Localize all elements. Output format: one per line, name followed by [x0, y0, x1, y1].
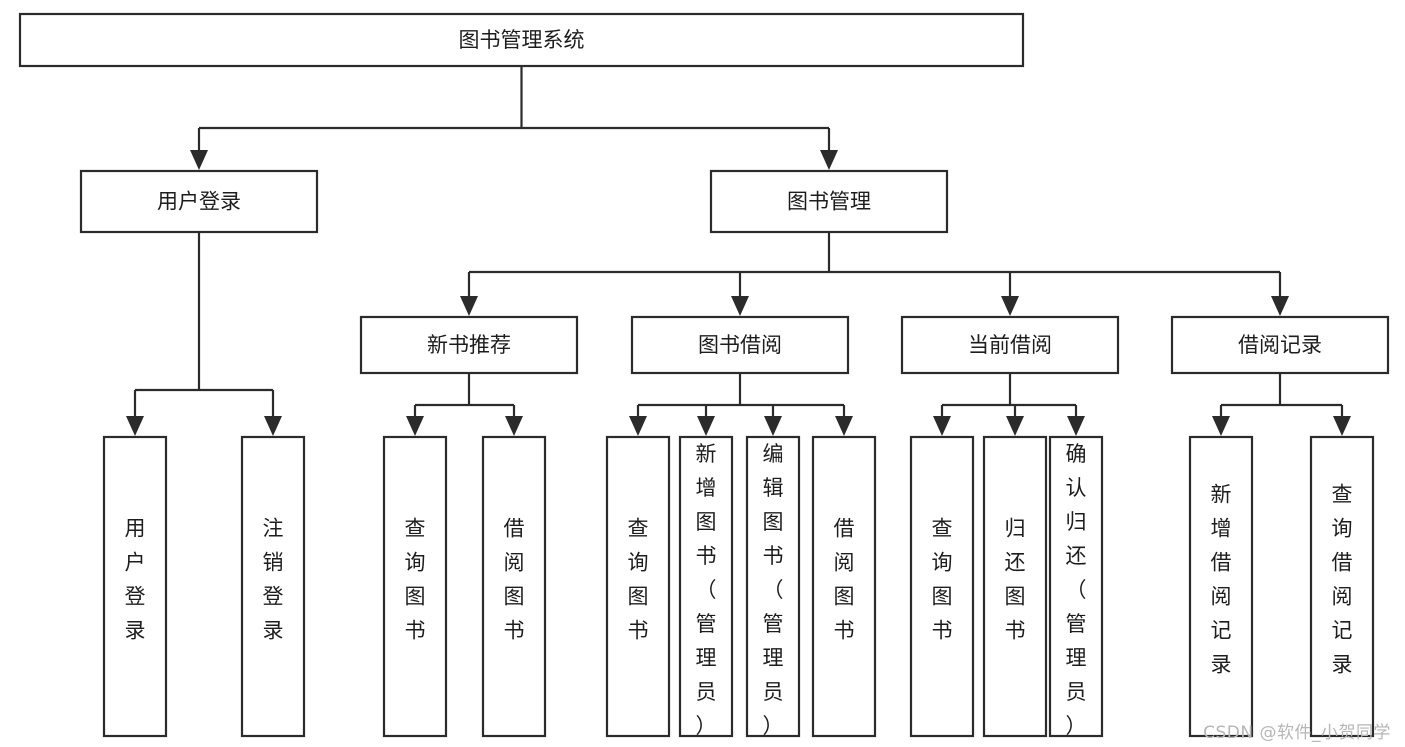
node-box: [1188, 435, 1254, 738]
connector-l3_1: [636, 373, 846, 424]
node-box: [1048, 435, 1104, 738]
node-leaf_11[interactable]: 新增借阅记录: [1188, 435, 1254, 738]
node-box: [1170, 315, 1390, 375]
node-label: 用户登录: [157, 190, 241, 214]
node-label: 新增借阅记录: [1211, 483, 1232, 677]
node-leaf_10[interactable]: 确认归还（管理员）: [1048, 435, 1104, 738]
node-label: 借阅图书: [504, 517, 525, 643]
arrow-head: [1006, 416, 1024, 436]
node-label: 图书管理系统: [459, 28, 585, 52]
node-root[interactable]: 图书管理系统: [18, 12, 1025, 68]
node-l2_0[interactable]: 用户登录: [79, 169, 319, 234]
node-label: 借阅记录: [1238, 333, 1322, 357]
node-leaf_9[interactable]: 归还图书: [982, 435, 1048, 738]
node-box: [709, 169, 949, 234]
node-label: 图书管理: [787, 190, 871, 214]
arrow-head: [697, 416, 715, 436]
node-l3_3[interactable]: 借阅记录: [1170, 315, 1390, 375]
arrow-head: [1067, 416, 1085, 436]
node-leaf_2[interactable]: 查询图书: [382, 435, 448, 738]
node-box: [811, 435, 877, 738]
node-l3_0[interactable]: 新书推荐: [359, 315, 579, 375]
connector-l2_0: [133, 232, 275, 424]
arrow-head: [933, 416, 951, 436]
connector-l2_1: [467, 232, 1282, 304]
node-l3_1[interactable]: 图书借阅: [630, 315, 850, 375]
node-leaf_8[interactable]: 查询图书: [909, 435, 975, 738]
node-box: [79, 169, 319, 234]
node-box: [909, 435, 975, 738]
node-box: [382, 435, 448, 738]
arrow-head: [835, 416, 853, 436]
arrow-head: [1001, 296, 1019, 316]
node-box: [678, 435, 734, 738]
node-box: [240, 435, 306, 738]
arrow-head: [629, 416, 647, 436]
node-box: [102, 435, 168, 738]
node-box: [982, 435, 1048, 738]
connector-l3_3: [1219, 373, 1344, 424]
node-label: 用户登录: [125, 517, 146, 643]
connector-l3_2: [940, 373, 1078, 424]
node-leaf_4[interactable]: 查询图书: [605, 435, 671, 738]
node-box: [605, 435, 671, 738]
arrow-head: [190, 150, 208, 170]
node-leaf_5[interactable]: 新增图书（管理员）: [678, 435, 734, 738]
connector-layer: [126, 66, 1351, 436]
node-l2_1[interactable]: 图书管理: [709, 169, 949, 234]
node-label: 确认归还（管理员）: [1066, 442, 1087, 738]
node-box: [359, 315, 579, 375]
arrow-head: [1333, 416, 1351, 436]
node-box: [18, 12, 1025, 68]
node-leaf_6[interactable]: 编辑图书（管理员）: [745, 435, 801, 738]
node-box: [630, 315, 850, 375]
arrow-head: [264, 416, 282, 436]
node-label: 借阅图书: [834, 517, 855, 643]
node-box: [1309, 435, 1375, 738]
arrow-head: [820, 150, 838, 170]
connector-l3_0: [413, 373, 516, 424]
node-box: [745, 435, 801, 738]
node-label: 注销登录: [263, 517, 284, 643]
node-l3_2[interactable]: 当前借阅: [900, 315, 1120, 375]
node-leaf_0[interactable]: 用户登录: [102, 435, 168, 738]
arrow-head: [460, 296, 478, 316]
connector-root: [197, 66, 831, 158]
node-label: 编辑图书（管理员）: [763, 442, 784, 738]
node-box: [900, 315, 1120, 375]
arrow-head: [126, 416, 144, 436]
node-box: [481, 435, 547, 738]
arrow-head: [406, 416, 424, 436]
node-label: 查询借阅记录: [1332, 483, 1353, 677]
node-label: 查询图书: [932, 517, 953, 643]
node-label: 归还图书: [1005, 517, 1026, 643]
node-label: 查询图书: [405, 517, 426, 643]
arrow-head: [731, 296, 749, 316]
arrow-head: [1271, 296, 1289, 316]
arrow-head: [505, 416, 523, 436]
arrow-head: [764, 416, 782, 436]
node-leaf_1[interactable]: 注销登录: [240, 435, 306, 738]
node-label: 新增图书（管理员）: [696, 442, 717, 738]
node-leaf_12[interactable]: 查询借阅记录: [1309, 435, 1375, 738]
node-layer: 图书管理系统用户登录图书管理新书推荐图书借阅当前借阅借阅记录用户登录注销登录查询…: [18, 12, 1390, 738]
node-label: 图书借阅: [698, 333, 782, 357]
node-leaf_7[interactable]: 借阅图书: [811, 435, 877, 738]
node-label: 当前借阅: [968, 333, 1052, 357]
node-leaf_3[interactable]: 借阅图书: [481, 435, 547, 738]
arrow-head: [1212, 416, 1230, 436]
node-label: 查询图书: [628, 517, 649, 643]
node-label: 新书推荐: [427, 333, 511, 357]
